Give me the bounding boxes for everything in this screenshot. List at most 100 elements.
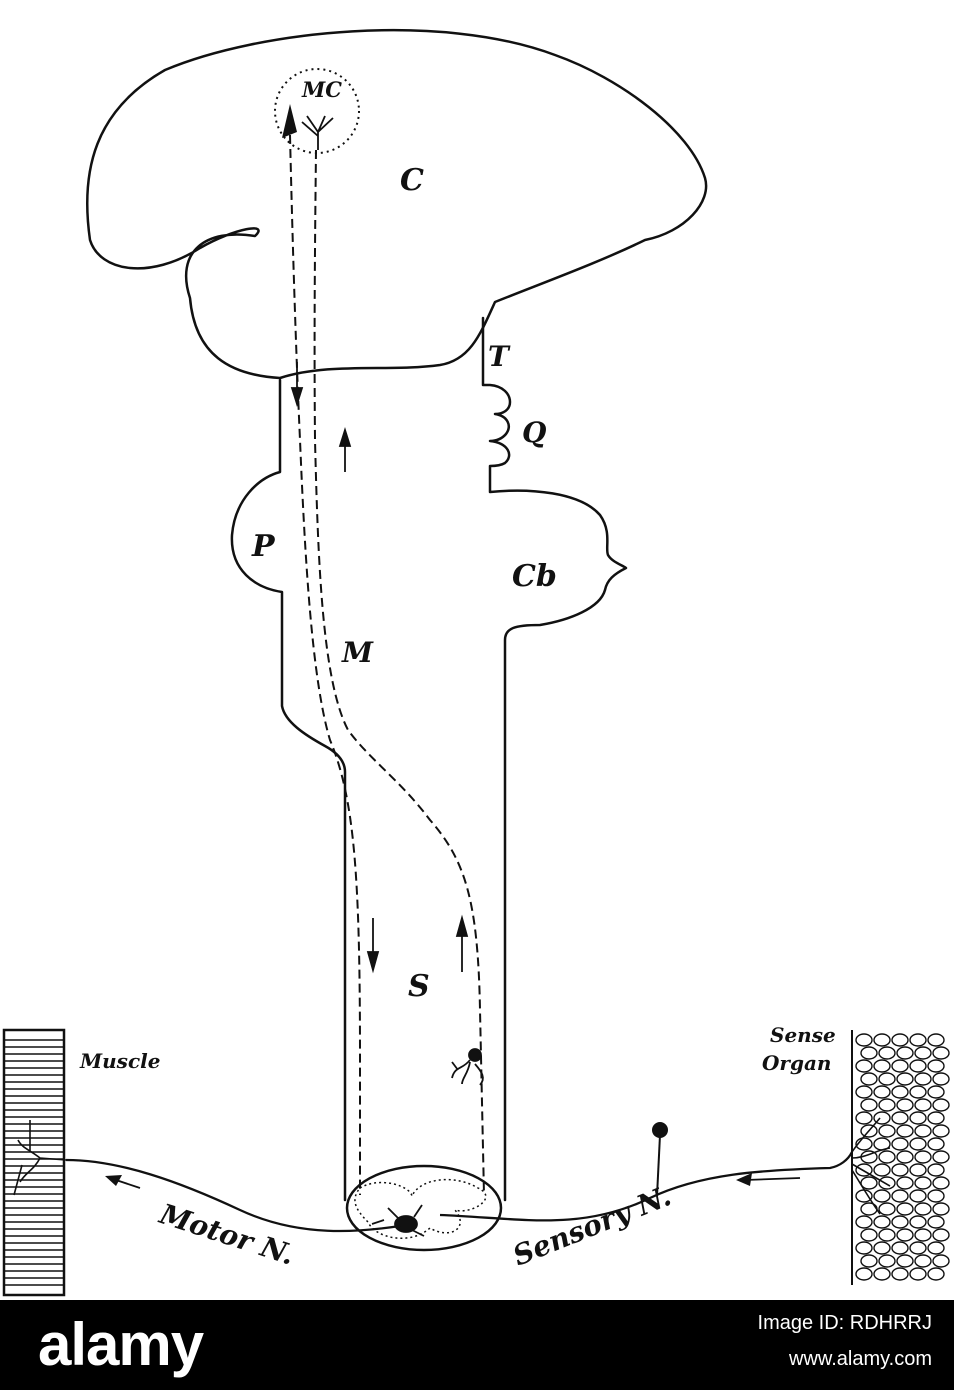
sense-organ-cell [914, 1046, 932, 1060]
sense-organ-cell [873, 1241, 891, 1255]
site-url-link[interactable]: www.alamy.com [789, 1348, 932, 1370]
sensory-ganglion-stalk [656, 1134, 661, 1197]
sense-organ-cell [914, 1176, 932, 1190]
sense-organ-cell [891, 1189, 909, 1203]
sensory-ganglion-cell [652, 1122, 668, 1138]
sense-organ-cell [855, 1267, 873, 1281]
sense-organ-cell [891, 1059, 909, 1073]
sense-organ-cell [909, 1189, 927, 1203]
label-muscle: Muscle [79, 1049, 160, 1073]
sense-organ-cell [927, 1163, 945, 1177]
sense-organ-cell [909, 1111, 927, 1125]
sense-organ-cell [891, 1267, 909, 1281]
brainstem-right-outline [481, 316, 628, 1202]
sense-organ-cell [878, 1176, 896, 1190]
spinal-relay-cell [468, 1048, 482, 1062]
sense-organ-cell [896, 1176, 914, 1190]
sense-organ-cell [914, 1254, 932, 1268]
label-sense-organ-line1: Sense [770, 1023, 836, 1047]
sense-organ-cell [878, 1202, 896, 1216]
sense-organ-cell [891, 1033, 909, 1047]
sense-organ-cell [860, 1176, 878, 1190]
sense-organ-cell [927, 1215, 945, 1229]
sense-organ-cell [855, 1189, 873, 1203]
sense-organ-cell [932, 1176, 950, 1190]
sense-organ-cell [896, 1124, 914, 1138]
cortex-arrowhead [282, 104, 297, 138]
brand-logo[interactable]: alamy [38, 1311, 204, 1378]
sense-organ-cell [873, 1267, 891, 1281]
sense-organ-cell [855, 1111, 873, 1125]
sense-organ-cell [932, 1150, 950, 1164]
sense-organ-cell [914, 1072, 932, 1086]
sense-organ-cell [860, 1046, 878, 1060]
motor-cell-body [394, 1215, 418, 1233]
label-cerebrum: C [400, 163, 424, 198]
sense-organ-cell [914, 1202, 932, 1216]
sense-organ-cell [878, 1046, 896, 1060]
sense-organ-cell [891, 1111, 909, 1125]
footer-bar: alamy Image ID: RDHRRJ www.alamy.com [0, 1300, 954, 1390]
label-quadrigemina: Q [522, 416, 546, 449]
sense-organ-cell [927, 1033, 945, 1047]
label-spinal-cord: S [408, 969, 430, 1004]
sense-organ-cell [878, 1098, 896, 1112]
sense-organ-cell [927, 1111, 945, 1125]
sense-organ-cell [927, 1267, 945, 1281]
sense-organ-cell [860, 1072, 878, 1086]
sense-organ-cell [860, 1254, 878, 1268]
sense-organ-cell [909, 1137, 927, 1151]
sense-organ-cell [873, 1163, 891, 1177]
sense-organ-cell [896, 1072, 914, 1086]
sense-organ-cell [855, 1137, 873, 1151]
label-motor-nerve: Motor N. [155, 1197, 299, 1272]
sense-organ-cell [855, 1059, 873, 1073]
sense-organ-cell [878, 1124, 896, 1138]
sense-organ-cell [878, 1228, 896, 1242]
motor-pathway-left [289, 134, 361, 1195]
sense-organ-tissue [851, 1030, 950, 1285]
sense-organ-cell [927, 1059, 945, 1073]
motor-neuron-dendrites [301, 115, 334, 150]
sense-organ-cell [878, 1072, 896, 1086]
sense-organ-cell [873, 1189, 891, 1203]
sense-organ-cell [932, 1072, 950, 1086]
sense-organ-cell [909, 1163, 927, 1177]
sense-organ-cell [914, 1098, 932, 1112]
sense-organ-cell [932, 1202, 950, 1216]
sense-organ-cell [896, 1202, 914, 1216]
motor-nerve-arrowhead [105, 1175, 122, 1186]
sense-organ-cell [932, 1098, 950, 1112]
sense-organ-cell [855, 1241, 873, 1255]
sense-organ-cell [932, 1124, 950, 1138]
sense-organ-cell [878, 1150, 896, 1164]
sense-organ-cell [909, 1059, 927, 1073]
sense-organ-cell [891, 1241, 909, 1255]
sense-organ-cell [891, 1163, 909, 1177]
sense-organ-cell [873, 1215, 891, 1229]
sense-organ-cell [909, 1085, 927, 1099]
sense-organ-cell [896, 1098, 914, 1112]
motor-cortex-zone [274, 68, 360, 154]
sense-organ-cell [855, 1033, 873, 1047]
muscle-nerve-endings [13, 1120, 67, 1196]
sense-organ-cell [932, 1046, 950, 1060]
sense-organ-cell [896, 1150, 914, 1164]
sense-organ-cell [927, 1085, 945, 1099]
sense-organ-cell [914, 1150, 932, 1164]
spinal-relay-dendrites [451, 1059, 484, 1086]
sense-organ-cell [855, 1215, 873, 1229]
sense-organ-cell [860, 1098, 878, 1112]
sensory-nerve-arrowhead [736, 1173, 752, 1186]
sense-organ-cell [932, 1254, 950, 1268]
sense-organ-cell [914, 1124, 932, 1138]
sense-organ-cell [860, 1228, 878, 1242]
label-sensory-nerve: Sensory N. [508, 1179, 675, 1272]
sense-organ-cell [909, 1267, 927, 1281]
sense-organ-cell [873, 1111, 891, 1125]
motor-nerve-fiber [65, 1158, 401, 1233]
sense-organ-cell [927, 1189, 945, 1203]
motor-pathway-right [313, 149, 485, 1196]
brainstem-left-outline [230, 378, 347, 1202]
label-cerebellum: Cb [512, 559, 557, 594]
